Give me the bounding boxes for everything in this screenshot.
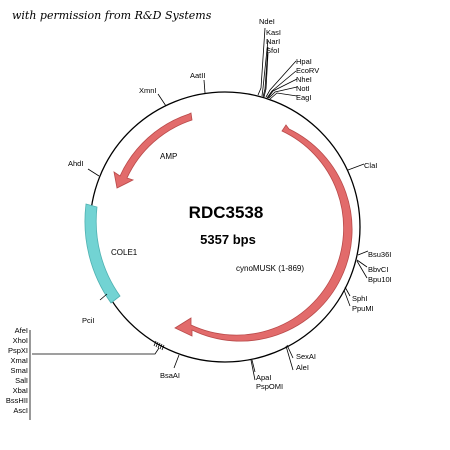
sexai-tick: [286, 344, 294, 359]
xhoi-label: XhoI: [13, 336, 28, 345]
bbvci-tick: [356, 259, 368, 268]
alei-label: AleI: [296, 363, 309, 372]
xmni-tick: [157, 93, 167, 107]
mcs-ticks: [153, 340, 165, 351]
hpai-tick: [265, 60, 297, 98]
amp-arrow: [113, 112, 193, 189]
bbvci-label: BbvCI: [368, 265, 388, 274]
hpai-label: HpaI: [296, 57, 312, 66]
kasi-label: KasI: [266, 28, 281, 37]
pcii-label: PciI: [82, 316, 95, 325]
nari-label: NarI: [266, 37, 280, 46]
sexai-label: SexAI: [296, 352, 316, 361]
bsaai-tick: [173, 354, 180, 369]
sphi-label: SphI: [352, 294, 367, 303]
bpu10i-label: Bpu10I: [368, 275, 392, 284]
eagi-label: EagI: [296, 93, 311, 102]
noti-label: NotI: [296, 84, 310, 93]
ecorv-tick: [266, 70, 297, 99]
clai-label: ClaI: [364, 161, 377, 170]
sphi-tick: [344, 286, 351, 297]
pcii-tick: [99, 293, 108, 301]
cole1-label: COLE1: [111, 248, 138, 257]
aatii-tick: [203, 79, 206, 94]
aatii-label: AatII: [190, 71, 205, 80]
insert-label: cynoMUSK (1-869): [236, 264, 304, 273]
pspxi-label: PspXI: [8, 346, 28, 355]
nhei-tick: [267, 78, 298, 99]
sfoi-label: SfoI: [266, 46, 279, 55]
ahdi-label: AhdI: [68, 159, 83, 168]
mcs-bracket: [29, 330, 160, 420]
asci-label: AscI: [13, 406, 28, 415]
kasi-tick: [261, 39, 269, 97]
plasmid-name: RDC3538: [189, 203, 264, 222]
bsu36i-tick: [357, 250, 369, 256]
ecorv-label: EcoRV: [296, 66, 319, 75]
amp-label: AMP: [160, 152, 177, 161]
nhei-label: NheI: [296, 75, 312, 84]
bsshii-label: BssHII: [6, 396, 28, 405]
nari-tick: [262, 46, 269, 98]
bsu36i-label: Bsu36I: [368, 250, 391, 259]
sfoi-tick: [263, 52, 269, 98]
sali-label: SalI: [15, 376, 28, 385]
site-ticks: [29, 27, 369, 420]
apai-label: ApaI: [256, 373, 271, 382]
bpu10i-tick: [356, 260, 368, 279]
cole1-origin: [84, 203, 121, 304]
ndei-label: NdeI: [259, 17, 275, 26]
xmai-label: XmaI: [10, 356, 28, 365]
xmni-label: XmnI: [139, 86, 157, 95]
credit-text: with permission from R&D Systems: [12, 9, 212, 22]
eagi-tick: [269, 92, 298, 100]
clai-tick: [347, 163, 365, 171]
noti-tick: [268, 86, 298, 99]
ahdi-tick: [87, 168, 100, 177]
ppumi-tick: [343, 289, 351, 307]
bsaai-label: BsaAI: [160, 371, 180, 380]
ndei-tick: [257, 27, 266, 96]
xbai-label: XbaI: [13, 386, 28, 395]
apai-tick: [251, 359, 256, 373]
psp0mi-label: PspOMI: [256, 382, 283, 391]
afei-label: AfeI: [15, 326, 28, 335]
alei-tick: [285, 345, 294, 371]
psp0mi-tick: [250, 359, 256, 381]
smai-label: SmaI: [10, 366, 28, 375]
plasmid-size: 5357 bps: [200, 232, 256, 247]
ppumi-label: PpuMI: [352, 304, 374, 313]
backbone-circle: [89, 91, 361, 363]
insert-arrow: [174, 124, 353, 342]
